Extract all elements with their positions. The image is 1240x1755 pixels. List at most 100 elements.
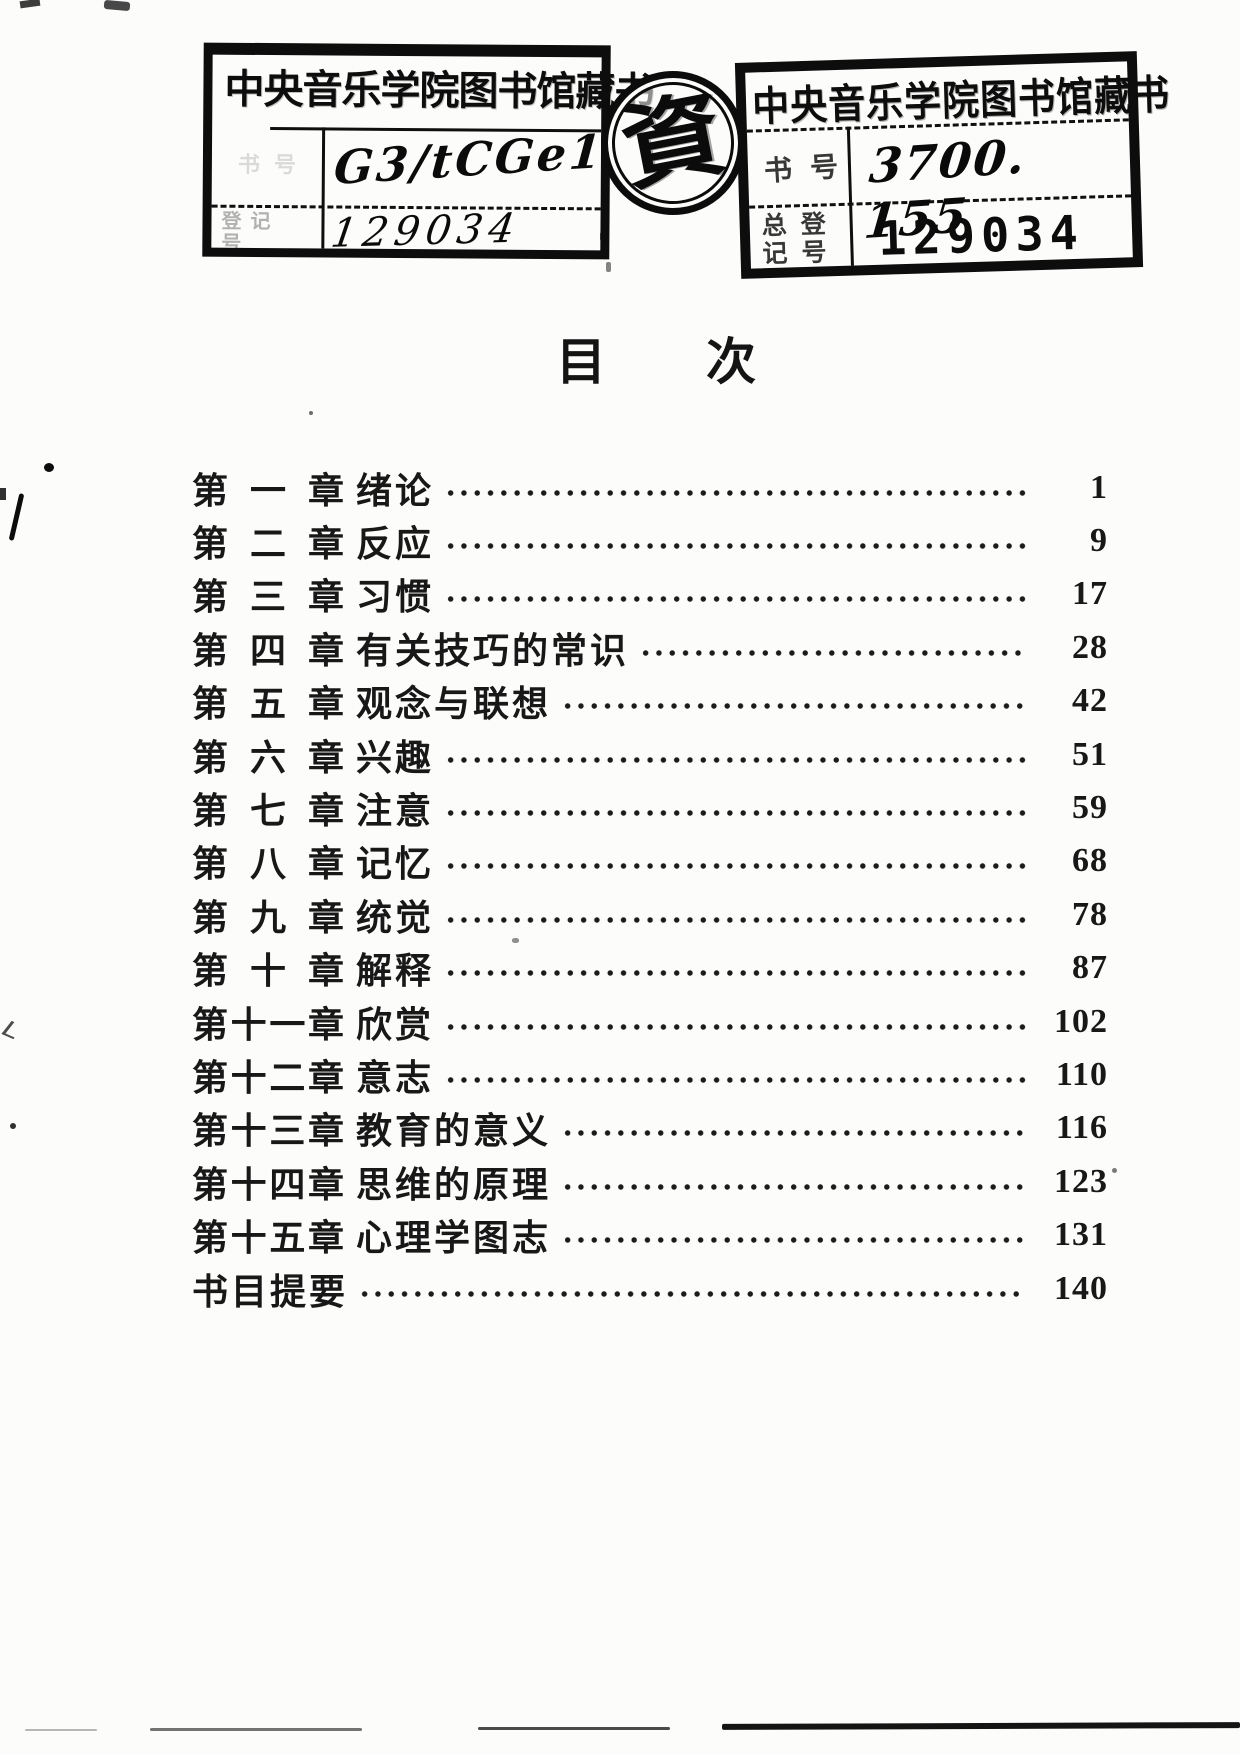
toc-chapter-label: 第七章 xyxy=(192,791,344,832)
toc-row: 第十三章 教育的意义 116 xyxy=(192,1102,1108,1155)
stamp-left-reg-number: 129034 xyxy=(328,205,524,257)
toc-page-number: 9 xyxy=(1090,522,1108,560)
dot-leader xyxy=(444,1020,1026,1033)
toc-entry-title: 观念与联想 xyxy=(356,684,552,725)
toc-row: 第四章 有关技巧的常识 28 xyxy=(192,621,1108,674)
scan-artifact xyxy=(19,0,41,9)
toc-entry-title: 绪论 xyxy=(356,470,435,511)
scan-artifact xyxy=(721,1722,1240,1730)
toc-entry-title: 书目提要 xyxy=(192,1271,349,1312)
toc-entry-title: 注意 xyxy=(356,791,435,832)
divider-line xyxy=(321,127,326,249)
toc-row: 第一章 绪论 1 xyxy=(192,461,1108,514)
toc-page-number: 116 xyxy=(1055,1109,1108,1147)
toc-row: 第五章 观念与联想 42 xyxy=(192,675,1108,728)
dot-leader xyxy=(444,807,1026,820)
scan-artifact xyxy=(103,0,131,12)
dot-leader xyxy=(639,646,1026,659)
scan-artifact xyxy=(44,463,54,472)
page-title: 目次 xyxy=(556,334,856,390)
scan-artifact xyxy=(1112,1168,1117,1173)
toc-entry-title: 意志 xyxy=(356,1057,435,1098)
toc-page-number: 28 xyxy=(1072,628,1108,666)
toc-entry-title: 心理学图志 xyxy=(356,1218,552,1259)
toc-page-number: 17 xyxy=(1072,575,1108,613)
scan-artifact xyxy=(478,1727,670,1730)
scan-artifact xyxy=(8,493,25,541)
stamp-right-reg-number: 129034 xyxy=(877,205,1085,267)
toc-entry-title: 欣赏 xyxy=(356,1004,435,1045)
dot-leader xyxy=(444,1073,1026,1086)
toc-chapter-label: 第九章 xyxy=(192,897,344,938)
dot-leader xyxy=(561,700,1026,713)
toc-entry-title: 教育的意义 xyxy=(356,1111,552,1152)
toc-page-number: 102 xyxy=(1054,1002,1108,1040)
dot-leader xyxy=(444,486,1026,499)
toc-row: 第二章 反应 9 xyxy=(192,514,1108,567)
library-stamp-left: 中央音乐学院图书馆藏书 书号 登记号 G3/tCGe1 129034 xyxy=(202,42,654,260)
toc-page-number: 110 xyxy=(1055,1055,1108,1093)
toc-row: 第七章 注意 59 xyxy=(192,781,1108,834)
dot-leader xyxy=(444,913,1026,926)
library-stamp-right: 中央音乐学院图书馆藏书 书号 总登记号 3700. 155 129034 xyxy=(734,51,1171,279)
dot-leader xyxy=(561,1127,1026,1140)
toc-chapter-label: 第十二章 xyxy=(192,1057,344,1098)
toc-entry-title: 记忆 xyxy=(356,844,435,885)
toc-entry-title: 反应 xyxy=(356,524,435,565)
stamp-left-header: 中央音乐学院图书馆藏书 xyxy=(224,66,654,115)
scan-artifact xyxy=(512,938,519,943)
toc-chapter-label: 第一章 xyxy=(192,470,344,511)
toc-page-number: 140 xyxy=(1054,1269,1108,1307)
toc-chapter-label: 第三章 xyxy=(192,577,344,618)
toc-chapter-label: 第二章 xyxy=(192,524,344,565)
toc-entry-title: 有关技巧的常识 xyxy=(356,630,630,671)
toc-row: 第十一章 欣赏 102 xyxy=(192,995,1108,1048)
toc-row: 第十二章 意志 110 xyxy=(192,1048,1108,1101)
dot-leader xyxy=(444,967,1026,980)
dot-leader xyxy=(561,1180,1026,1193)
toc-chapter-label: 第十章 xyxy=(192,951,344,992)
toc-row: 第六章 兴趣 51 xyxy=(192,728,1108,781)
dot-leader xyxy=(444,753,1026,766)
scan-artifact xyxy=(606,262,611,272)
stamp-right-reg-label: 总登记号 xyxy=(761,210,841,269)
toc-entry-title: 习惯 xyxy=(356,577,435,618)
toc-page-number: 68 xyxy=(1072,842,1108,880)
toc-row: 第九章 统觉 78 xyxy=(192,888,1108,941)
toc-chapter-label: 第十三章 xyxy=(192,1111,344,1152)
toc-entry-title: 解释 xyxy=(356,951,435,992)
toc-row: 第八章 记忆 68 xyxy=(192,835,1108,888)
toc-entry-title: 统觉 xyxy=(356,897,435,938)
toc-chapter-label: 第六章 xyxy=(192,737,344,778)
toc-row: 第十章 解释 87 xyxy=(192,942,1108,995)
stamp-left-class-number: G3/tCGe1 xyxy=(332,123,607,196)
toc-row: 第十四章 思维的原理 123 xyxy=(192,1155,1108,1208)
toc-chapter-label: 第十五章 xyxy=(192,1218,344,1259)
seal-character: 資 xyxy=(613,82,733,204)
toc-chapter-label: 第十四章 xyxy=(192,1164,344,1205)
toc-page-number: 131 xyxy=(1054,1216,1108,1254)
toc-page-number: 42 xyxy=(1072,682,1108,720)
toc-entry-title: 思维的原理 xyxy=(356,1164,552,1205)
toc-row: 第三章 习惯 17 xyxy=(192,568,1108,621)
toc-page-number: 59 xyxy=(1072,789,1108,827)
toc-chapter-label: 第八章 xyxy=(192,844,344,885)
dot-leader xyxy=(561,1234,1026,1247)
toc-row: 书目提要 140 xyxy=(192,1262,1108,1315)
stamp-right-book-label: 书号 xyxy=(763,150,858,188)
toc-list: 第一章 绪论 1 第二章 反应 9 第三章 习惯 17 第四章 有关技巧的常识 … xyxy=(192,461,1108,1315)
stamp-right-header: 中央音乐学院图书馆藏书 xyxy=(751,73,1171,131)
dot-leader xyxy=(358,1287,1026,1300)
toc-entry-title: 兴趣 xyxy=(356,737,435,778)
toc-page-number: 78 xyxy=(1072,895,1108,933)
toc-page-number: 87 xyxy=(1072,949,1108,987)
toc-chapter-label: 第四章 xyxy=(192,630,344,671)
toc-page-number: 51 xyxy=(1072,735,1108,773)
dot-leader xyxy=(444,593,1026,606)
toc-row: 第十五章 心理学图志 131 xyxy=(192,1208,1108,1261)
toc-chapter-label: 第十一章 xyxy=(192,1004,344,1045)
toc-chapter-label: 第五章 xyxy=(192,684,344,725)
scan-artifact xyxy=(309,411,313,415)
scan-artifact xyxy=(25,1729,97,1731)
